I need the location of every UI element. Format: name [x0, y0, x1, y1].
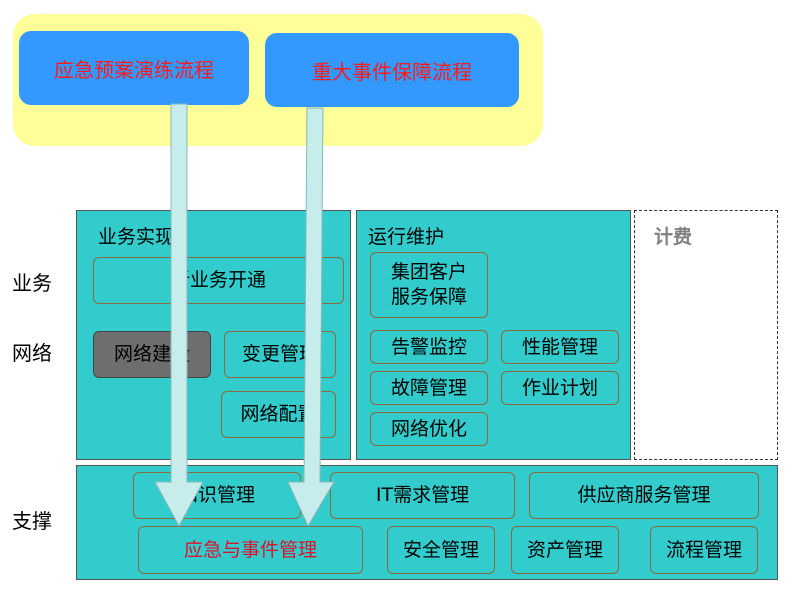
supplier-service-management-node[interactable]: 供应商服务管理 [529, 472, 759, 519]
major-event-assurance-flow-button[interactable]: 重大事件保障流程 [265, 33, 519, 107]
asset-management-node[interactable]: 资产管理 [511, 526, 619, 574]
group-customer-assurance-node[interactable]: 集团客户 服务保障 [370, 252, 488, 318]
emergency-incident-management-node[interactable]: 应急与事件管理 [138, 526, 363, 574]
security-management-node[interactable]: 安全管理 [387, 526, 495, 574]
row-label-business: 业务 [12, 271, 52, 295]
new-service-provisioning-node[interactable]: 新业务开通 [93, 257, 344, 304]
row-label-network: 网络 [12, 341, 52, 365]
network-configuration-node[interactable]: 网络配置 [221, 391, 336, 438]
operations-maintenance-panel [356, 210, 631, 460]
knowledge-management-node[interactable]: 知识管理 [133, 472, 301, 519]
ops-panel-title: 运行维护 [368, 226, 445, 248]
network-construction-node[interactable]: 网络建设 [93, 331, 211, 378]
process-management-node[interactable]: 流程管理 [650, 526, 758, 574]
billing-panel-title: 计费 [654, 226, 693, 248]
fault-management-node[interactable]: 故障管理 [370, 371, 488, 405]
it-requirement-management-node[interactable]: IT需求管理 [330, 472, 515, 519]
business-panel-title: 业务实现 [98, 226, 175, 248]
performance-management-node[interactable]: 性能管理 [501, 330, 619, 364]
work-plan-node[interactable]: 作业计划 [501, 371, 619, 405]
row-label-support: 支撑 [12, 509, 52, 533]
alarm-monitoring-node[interactable]: 告警监控 [370, 330, 488, 364]
billing-panel [634, 210, 778, 460]
emergency-plan-drill-flow-button[interactable]: 应急预案演练流程 [19, 31, 249, 105]
change-management-node[interactable]: 变更管理 [224, 331, 336, 378]
network-optimization-node[interactable]: 网络优化 [370, 412, 488, 446]
